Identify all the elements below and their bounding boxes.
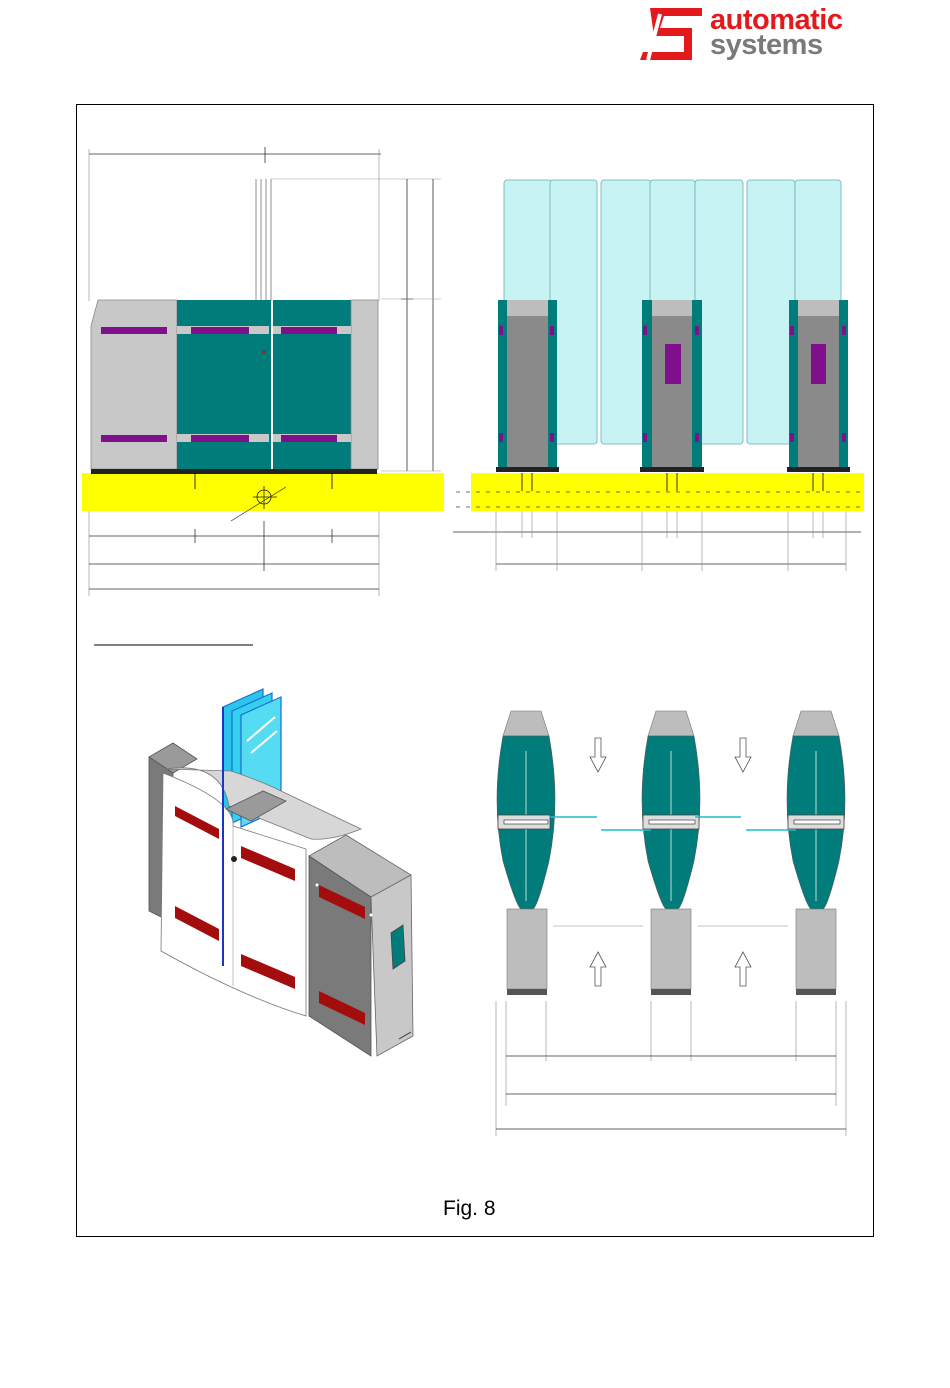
direction-arrow-down-icon [735,738,751,772]
automatic-systems-logo-icon [640,6,704,62]
direction-arrow-down-icon [590,738,606,772]
plan-view [496,711,846,1136]
direction-arrow-up-icon [590,952,606,986]
isometric-view [149,689,413,1056]
technical-drawing [77,105,873,1236]
side-elevation-view [82,147,444,645]
drawing-frame [76,104,874,1237]
direction-arrow-up-icon [735,952,751,986]
brand-name-line2: systems [710,31,823,60]
front-elevation-view [453,180,864,571]
brand-logo: automatic systems [640,4,890,68]
figure-caption: Fig. 8 [443,1197,496,1221]
